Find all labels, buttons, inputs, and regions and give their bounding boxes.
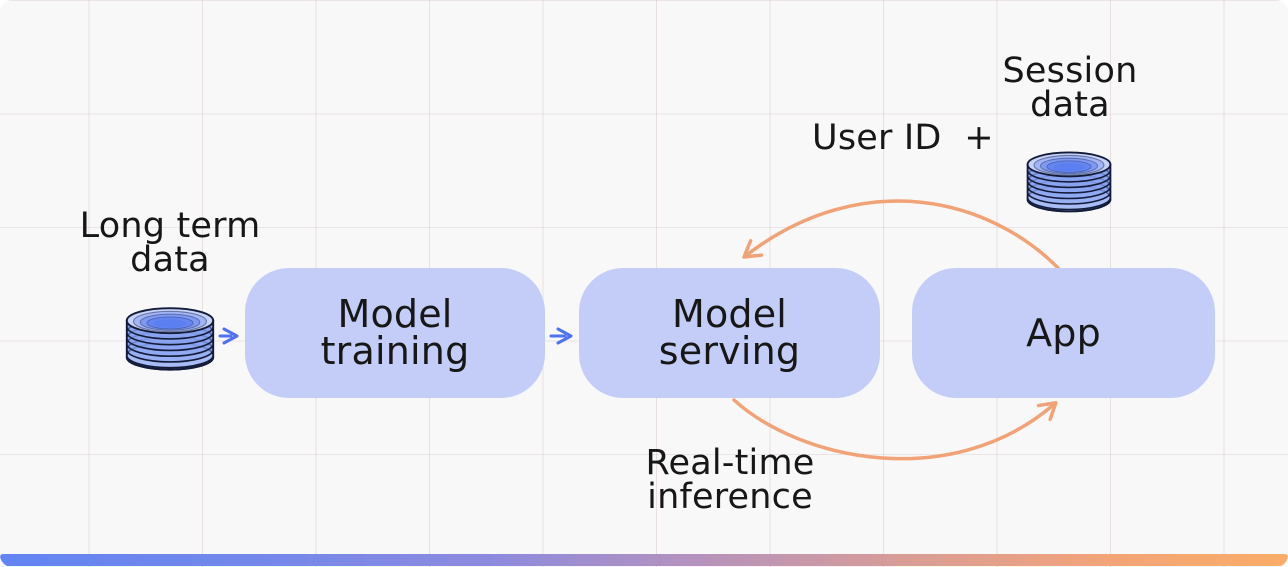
label-line: data: [1030, 85, 1110, 125]
session-data-label: Session data: [950, 51, 1190, 125]
database-icon: [125, 307, 215, 371]
node-model-training: Model training: [245, 268, 545, 398]
node-label-line: Model: [671, 292, 788, 336]
node-model-serving: Model serving: [579, 268, 880, 398]
long-term-data-label: Long term data: [50, 206, 290, 280]
label-line: Real-time: [645, 443, 815, 483]
node-label-line: App: [1026, 310, 1101, 355]
node-label-line: training: [320, 329, 470, 373]
gradient-bar: [0, 554, 1288, 566]
database-icon: [1026, 151, 1112, 213]
user-id-label: User ID +: [812, 118, 994, 158]
label-line: Session: [1002, 51, 1138, 91]
label-line: Long term: [79, 206, 261, 246]
node-label-line: serving: [658, 329, 801, 373]
label-line: inference: [647, 477, 813, 517]
arrow-app-to-serving: [742, 199, 1064, 274]
label-line: data: [130, 240, 210, 280]
real-time-inference-label: Real-time inference: [610, 443, 850, 517]
arrow-serving-to-app: [732, 398, 1058, 461]
node-app: App: [912, 268, 1215, 398]
node-label-line: Model: [337, 292, 453, 336]
